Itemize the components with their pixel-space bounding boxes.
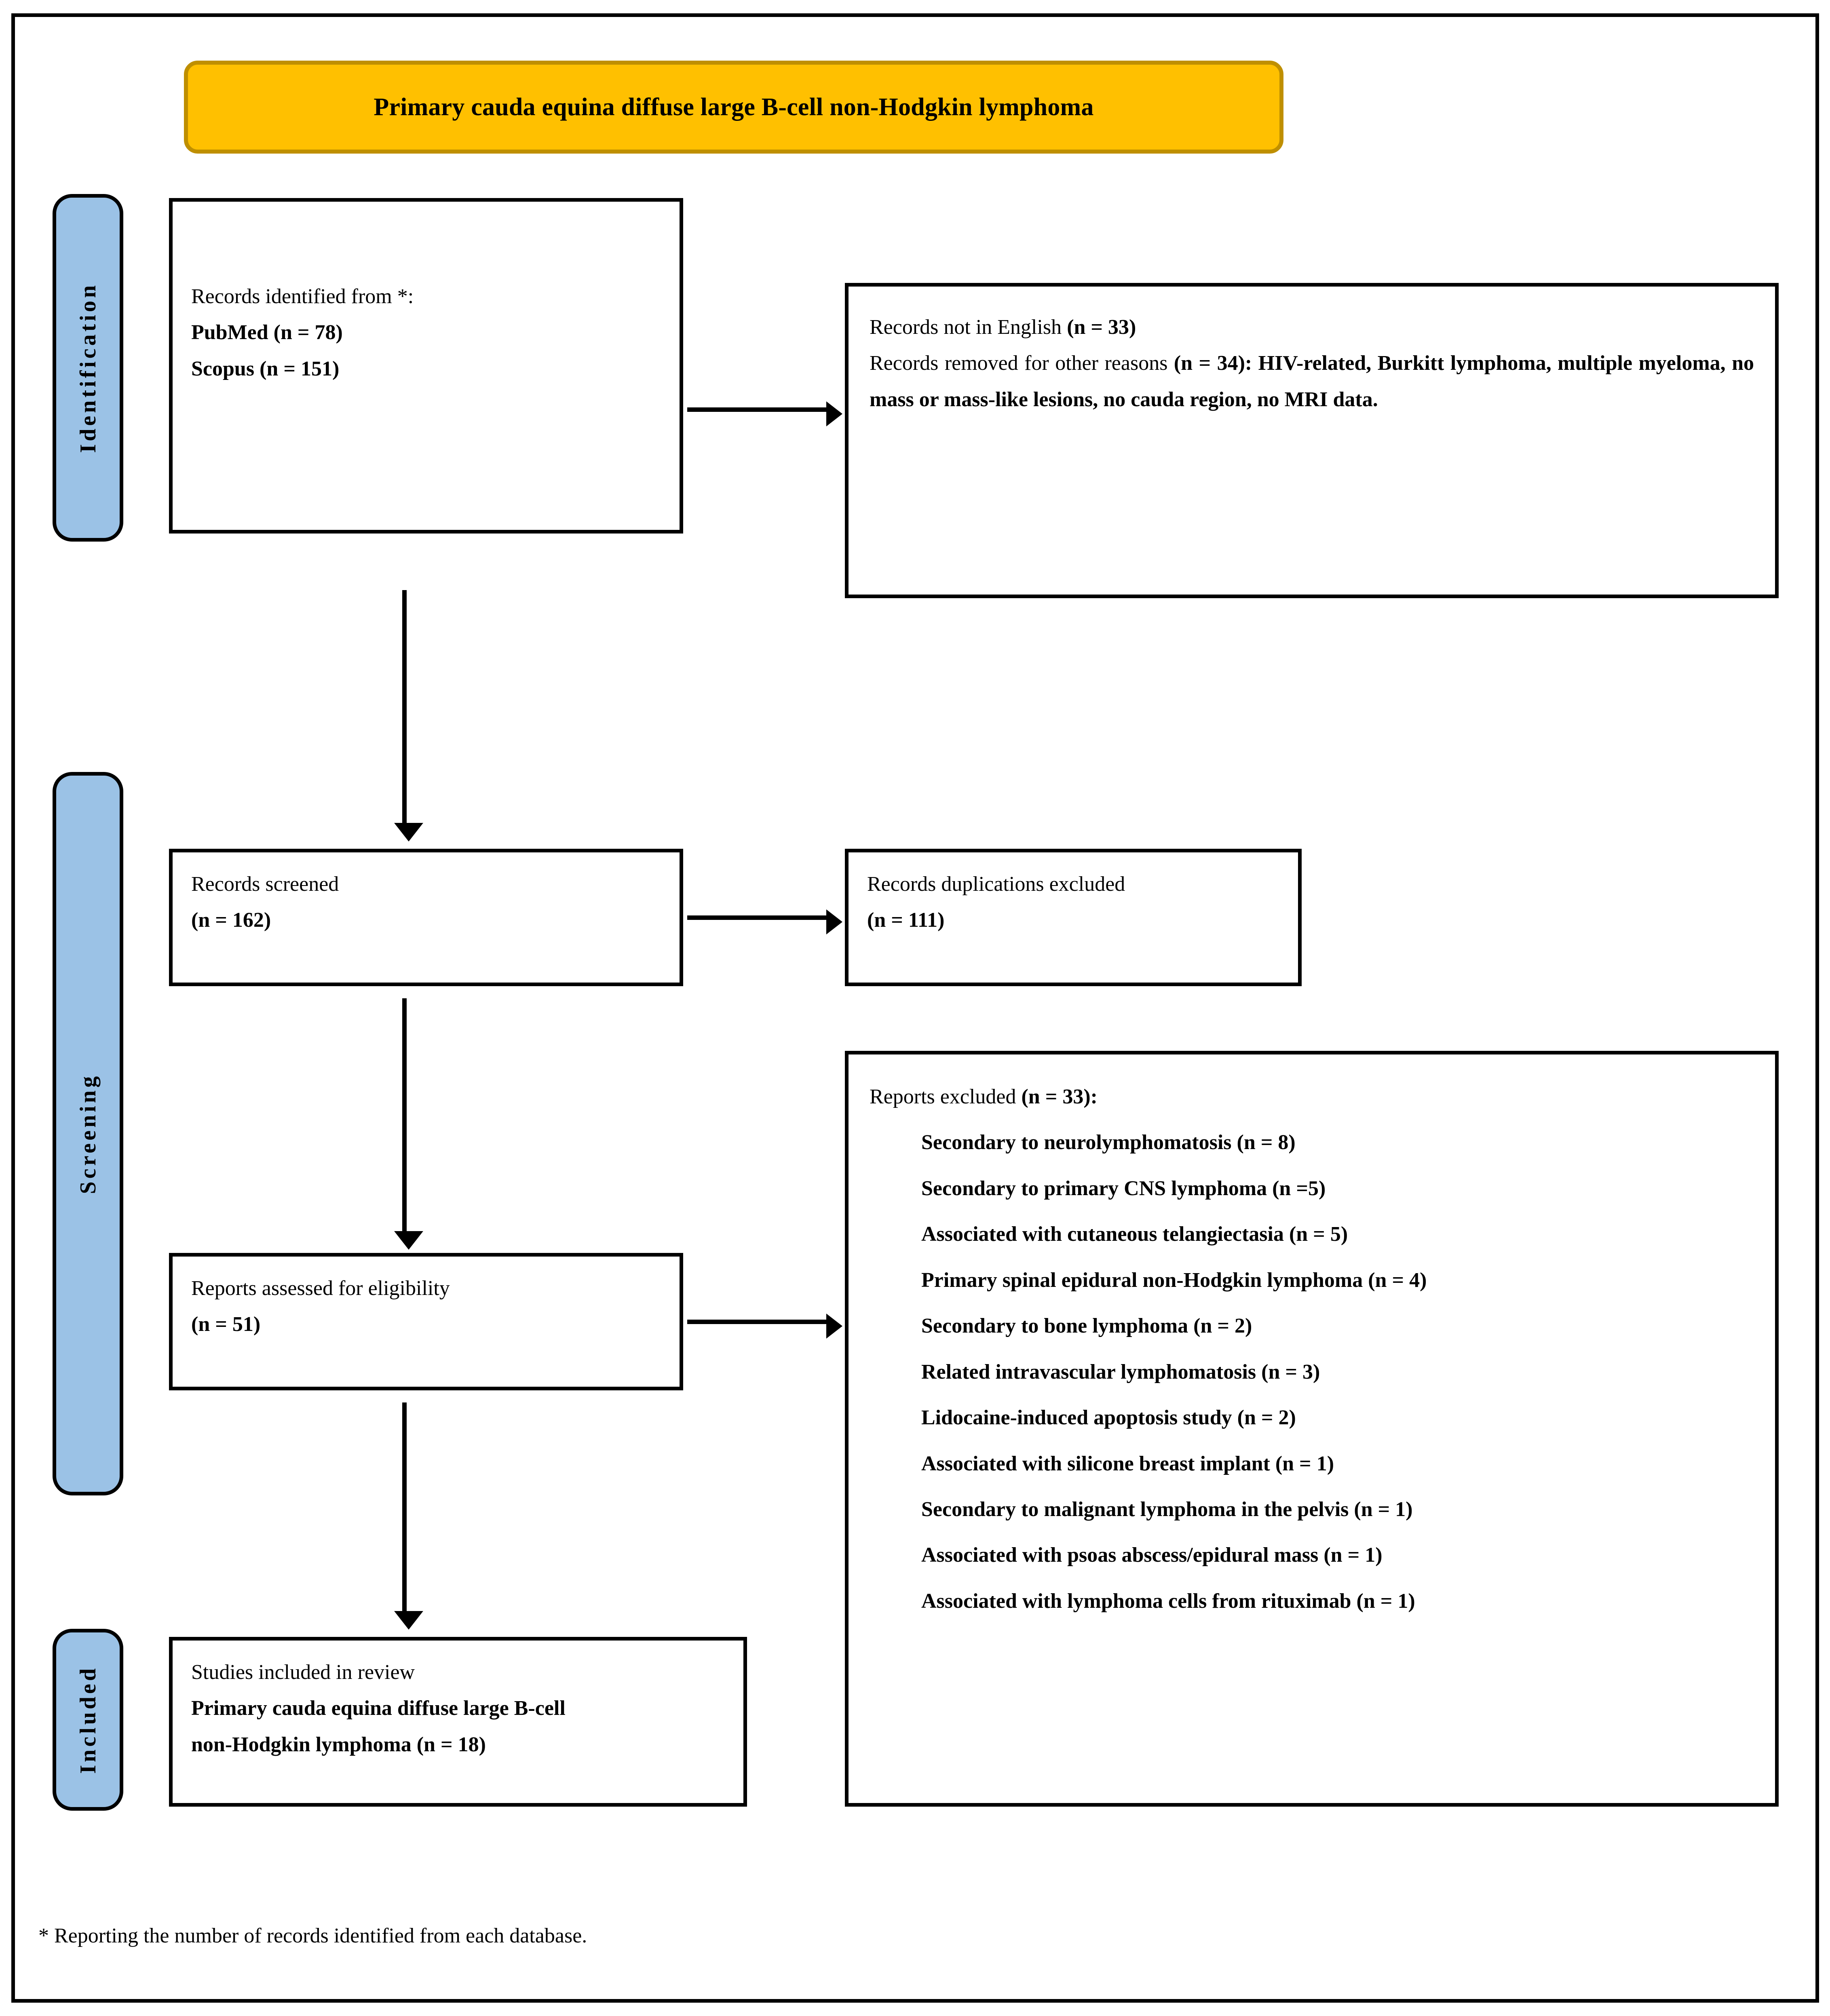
arrow-identified-to-screened bbox=[394, 590, 423, 841]
reports-eligibility-label: Reports assessed for eligibility bbox=[191, 1277, 450, 1300]
records-removed-other-label: Records removed for other reasons bbox=[870, 352, 1174, 375]
diagram-frame bbox=[11, 13, 1819, 2003]
list-item: Primary spinal epidural non-Hodgkin lymp… bbox=[921, 1268, 1427, 1292]
list-item: Secondary to malignant lymphoma in the p… bbox=[921, 1497, 1413, 1521]
stage-label-screening-text: Screening bbox=[75, 1073, 101, 1194]
records-removed-other-reasons: (n = 34): HIV-related, Burkitt lymphoma,… bbox=[870, 352, 1754, 411]
records-duplications-count: (n = 111) bbox=[867, 909, 945, 932]
list-item: Associated with psoas abscess/epidural m… bbox=[921, 1544, 1383, 1567]
list-item: Secondary to neurolymphomatosis (n = 8) bbox=[921, 1131, 1296, 1154]
stage-label-included: Included bbox=[53, 1629, 123, 1811]
list-item: Related intravascular lymphomatosis (n =… bbox=[921, 1360, 1320, 1383]
list-item: Associated with silicone breast implant … bbox=[921, 1452, 1334, 1475]
records-not-english-label: Records not in English bbox=[870, 316, 1067, 339]
stage-label-screening: Screening bbox=[53, 772, 123, 1495]
list-item: Secondary to bone lymphoma (n = 2) bbox=[921, 1314, 1252, 1338]
records-identified-scopus: Scopus (n = 151) bbox=[191, 357, 340, 380]
box-records-identified: Records identified from *: PubMed (n = 7… bbox=[169, 198, 683, 534]
list-item: Secondary to primary CNS lymphoma (n =5) bbox=[921, 1177, 1326, 1200]
records-duplications-label: Records duplications excluded bbox=[867, 873, 1125, 896]
arrow-screened-to-duplicates bbox=[687, 909, 842, 934]
records-identified-pubmed: PubMed (n = 78) bbox=[191, 321, 343, 344]
records-not-english-count: (n = 33) bbox=[1067, 316, 1136, 339]
records-identified-source-line: Records identified from *: bbox=[191, 285, 414, 308]
list-item: Lidocaine-induced apoptosis study (n = 2… bbox=[921, 1406, 1296, 1430]
studies-included-title-line2: non-Hodgkin lymphoma (n = 18) bbox=[191, 1733, 486, 1756]
arrow-identified-to-removed bbox=[687, 401, 842, 426]
list-item: Associated with cutaneous telangiectasia… bbox=[921, 1223, 1348, 1246]
stage-label-included-text: Included bbox=[75, 1666, 101, 1774]
box-reports-excluded: Reports excluded (n = 33): Secondary to … bbox=[845, 1051, 1779, 1807]
reports-excluded-count: (n = 33): bbox=[1021, 1085, 1098, 1108]
box-records-screened: Records screened (n = 162) bbox=[169, 849, 683, 986]
records-screened-label: Records screened bbox=[191, 873, 339, 896]
arrow-eligibility-to-excluded bbox=[687, 1314, 842, 1339]
arrow-eligibility-to-included bbox=[394, 1402, 423, 1630]
stage-label-identification: Identification bbox=[53, 194, 123, 542]
diagram-title-text: Primary cauda equina diffuse large B-cel… bbox=[374, 93, 1094, 121]
records-removed-other-line: Records removed for other reasons (n = 3… bbox=[870, 345, 1754, 418]
records-screened-count: (n = 162) bbox=[191, 909, 271, 932]
records-not-english-line: Records not in English (n = 33) bbox=[870, 309, 1754, 345]
box-studies-included: Studies included in review Primary cauda… bbox=[169, 1637, 747, 1807]
arrow-screened-to-eligibility bbox=[394, 998, 423, 1250]
list-item: Associated with lymphoma cells from ritu… bbox=[921, 1589, 1415, 1613]
box-reports-assessed-eligibility: Reports assessed for eligibility (n = 51… bbox=[169, 1253, 683, 1390]
stage-label-identification-text: Identification bbox=[75, 283, 101, 453]
studies-included-title-line1: Primary cauda equina diffuse large B-cel… bbox=[191, 1697, 566, 1720]
box-records-removed: Records not in English (n = 33) Records … bbox=[845, 283, 1779, 598]
studies-included-label: Studies included in review bbox=[191, 1661, 415, 1684]
box-records-duplications-excluded: Records duplications excluded (n = 111) bbox=[845, 849, 1302, 986]
diagram-title-box: Primary cauda equina diffuse large B-cel… bbox=[184, 61, 1283, 154]
reports-excluded-heading: Reports excluded (n = 33): bbox=[870, 1079, 1754, 1115]
reports-excluded-label: Reports excluded bbox=[870, 1085, 1022, 1108]
footnote-text: * Reporting the number of records identi… bbox=[38, 1924, 587, 1947]
reports-eligibility-count: (n = 51) bbox=[191, 1313, 261, 1336]
